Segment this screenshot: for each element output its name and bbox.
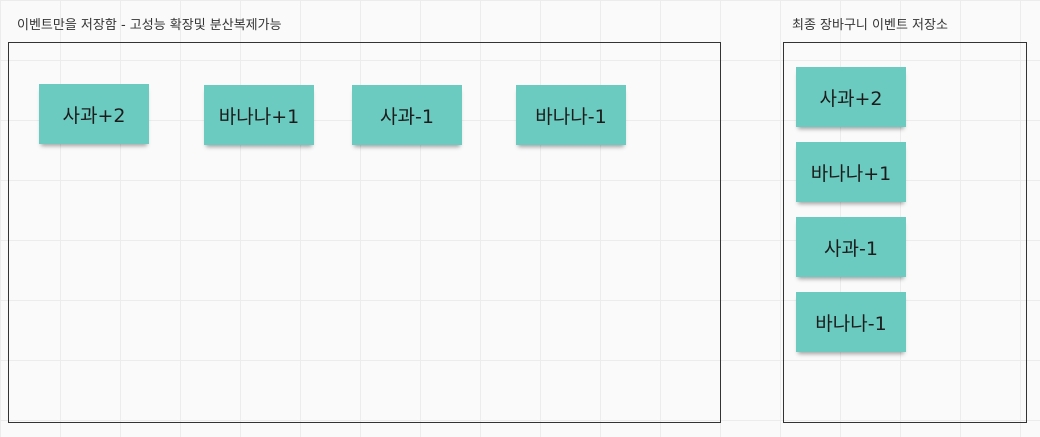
cart-note-apple-plus-2[interactable]: 사과+2 (796, 67, 906, 127)
cart-store-frame[interactable] (783, 42, 1027, 423)
event-note-apple-minus-1[interactable]: 사과-1 (352, 85, 462, 145)
cart-note-apple-minus-1[interactable]: 사과-1 (796, 217, 906, 277)
event-note-apple-plus-2[interactable]: 사과+2 (39, 84, 149, 144)
cart-store-title: 최종 장바구니 이벤트 저장소 (792, 18, 948, 33)
cart-note-banana-minus-1[interactable]: 바나나-1 (796, 292, 906, 352)
event-note-banana-plus-1[interactable]: 바나나+1 (204, 85, 314, 145)
event-note-banana-minus-1[interactable]: 바나나-1 (516, 85, 626, 145)
event-store-title: 이벤트만을 저장함 - 고성능 확장및 분산복제가능 (17, 18, 282, 33)
event-store-frame[interactable] (8, 42, 721, 423)
cart-note-banana-plus-1[interactable]: 바나나+1 (796, 142, 906, 202)
